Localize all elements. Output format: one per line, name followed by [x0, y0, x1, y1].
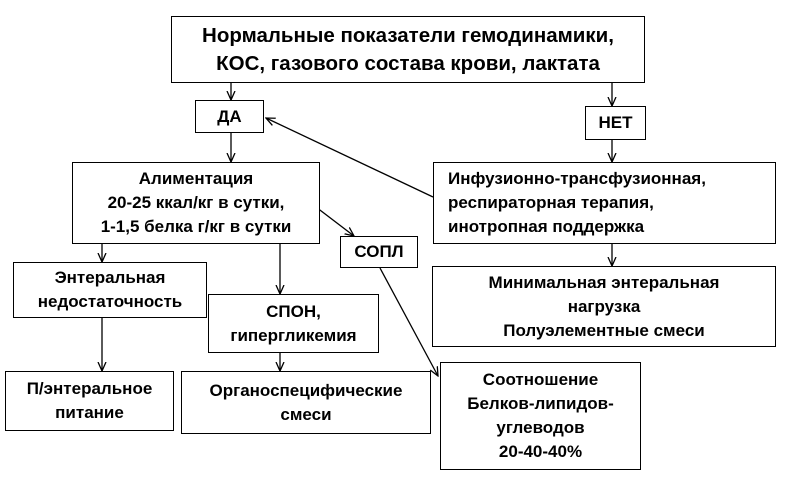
minimal-enteral-line-2: нагрузка [567, 296, 641, 316]
enteral-insufficiency-box: Энтеральная недостаточность [13, 262, 207, 318]
ratio-line-2: Белков-липидов- [467, 394, 614, 413]
parenteral-nutrition-line-1: П/энтеральное [26, 379, 153, 398]
therapy-line-3: инотропная поддержка [448, 217, 645, 236]
yes-label: ДА [217, 106, 242, 126]
sopl-box: СОПЛ [340, 236, 418, 268]
organ-specific-line-2: смеси [280, 404, 332, 424]
top-condition-line-2: КОС, газового состава крови, лактата [216, 51, 600, 75]
therapy-line-2: респираторная терапия, [448, 193, 654, 212]
no-label: НЕТ [598, 113, 633, 132]
minimal-enteral-box: Минимальная энтеральная нагрузка Полуэле… [432, 266, 776, 347]
ratio-line-1: Соотношение [482, 370, 599, 389]
alimentation-box: Алиментация 20-25 ккал/кг в сутки, 1-1,5… [72, 162, 320, 244]
ratio-box: Соотношение Белков-липидов- углеводов 20… [440, 362, 641, 470]
ratio-line-3: углеводов [496, 418, 585, 437]
organ-specific-line-1: Органоспецифические [209, 380, 403, 400]
enteral-insufficiency-line-1: Энтеральная [54, 268, 166, 287]
parenteral-nutrition-box: П/энтеральное питание [5, 371, 174, 431]
minimal-enteral-line-1: Минимальная энтеральная [488, 272, 720, 292]
spon-box: СПОН, гипергликемия [208, 294, 379, 353]
sopl-label: СОПЛ [354, 242, 404, 261]
minimal-enteral-line-3: Полуэлементные смеси [503, 320, 705, 340]
top-condition-line-1: Нормальные показатели гемодинамики, [202, 23, 614, 47]
alimentation-line-3: 1-1,5 белка г/кг в сутки [100, 217, 292, 236]
no-box: НЕТ [585, 106, 646, 140]
parenteral-nutrition-line-2: питание [55, 403, 124, 422]
organ-specific-box: Органоспецифические смеси [181, 371, 431, 434]
ratio-line-4: 20-40-40% [498, 442, 583, 461]
therapy-box: Инфузионно-трансфузионная, респираторная… [433, 162, 776, 244]
yes-box: ДА [195, 100, 264, 133]
arrow-sopl-to-ratio [379, 267, 438, 376]
spon-line-2: гипергликемия [230, 325, 357, 345]
top-condition-box: Нормальные показатели гемодинамики, КОС,… [171, 16, 645, 83]
therapy-line-1: Инфузионно-трансфузионная, [448, 169, 706, 188]
alimentation-line-2: 20-25 ккал/кг в сутки, [107, 193, 285, 212]
arrow-therapy-to-yes [266, 118, 434, 198]
alimentation-line-1: Алиментация [138, 169, 254, 188]
enteral-insufficiency-line-2: недостаточность [37, 292, 183, 311]
spon-line-1: СПОН, [266, 301, 321, 321]
